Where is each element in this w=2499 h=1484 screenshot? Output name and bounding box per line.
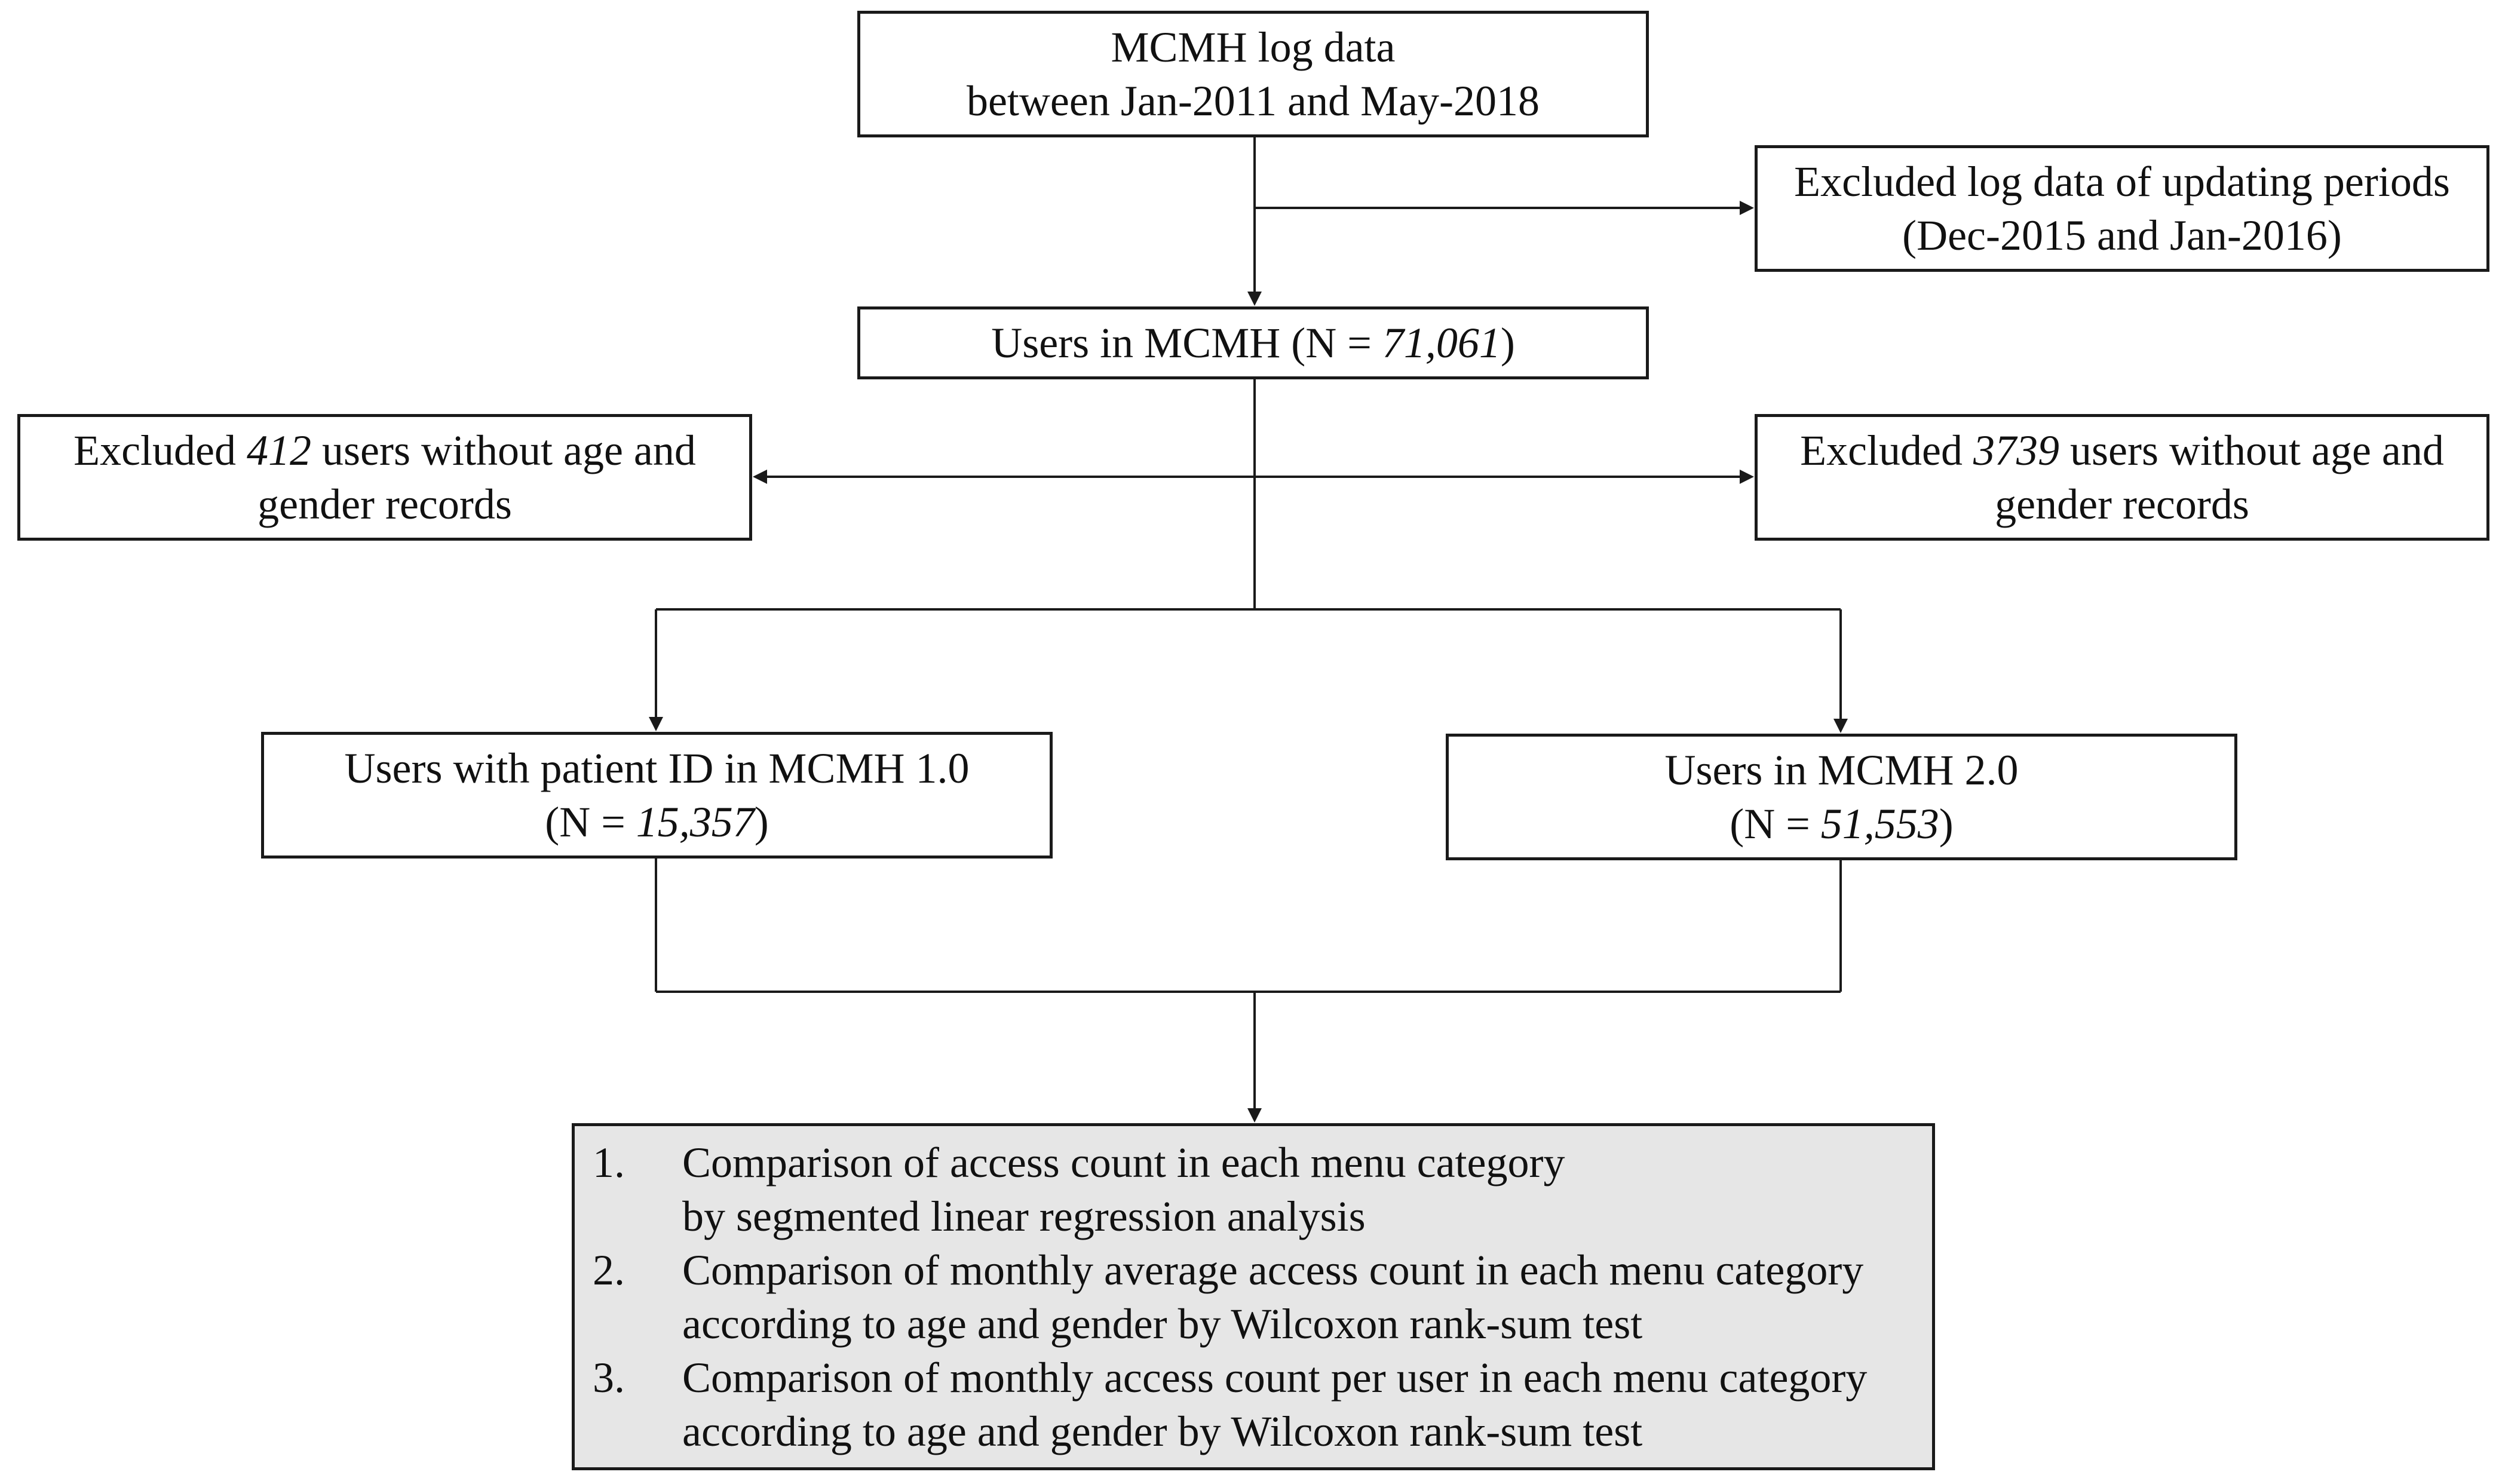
node-excluded-right-suffix: users without age and [2059,427,2444,474]
analysis-item-3-text: Comparison of monthly access count per u… [682,1351,1867,1458]
node-users-prefix: Users in MCMH (N = [991,319,1382,367]
node-excluded-left-line2: gender records [257,480,512,528]
arrowhead-excluded-update [1740,201,1754,215]
node-source-line1: MCMH log data [1111,23,1396,71]
analysis-item-3-line1: Comparison of monthly access count per u… [682,1353,1868,1402]
node-source-line2: between Jan-2011 and May-2018 [966,77,1540,125]
node-users-count: 71,061 [1382,319,1501,367]
analysis-item-2-text: Comparison of monthly average access cou… [682,1243,1863,1351]
analysis-item-2-number: 2. [593,1246,625,1294]
node-mcmh2-prefix: (N = [1730,800,1821,848]
node-mcmh2-line2: (N = 51,553) [1730,797,1954,851]
node-excluded-updating-periods: Excluded log data of updating periods (D… [1755,145,2489,272]
node-excluded-update-line2: (Dec-2015 and Jan-2016) [1902,211,2342,259]
node-mcmh1-line1: Users with patient ID in MCMH 1.0 [344,744,970,792]
node-excluded-left: Excluded 412 users without age and gende… [17,414,752,541]
arrowhead-analysis [1247,1108,1262,1123]
node-mcmh2-line1: Users in MCMH 2.0 [1664,746,2019,794]
analysis-item-1-line2: by segmented linear regression analysis [682,1192,1366,1240]
node-users-in-mcmh: Users in MCMH (N = 71,061) [857,306,1649,379]
node-excluded-right-line2: gender records [1995,480,2249,528]
node-excluded-right-count: 3739 [1973,427,2060,474]
node-excluded-right-line1: Excluded 3739 users without age and [1800,424,2444,477]
node-mcmh1-line2: (N = 15,357) [545,795,769,849]
arrowhead-mcmh2 [1833,719,1848,733]
node-mcmh1-suffix: ) [754,798,769,846]
analysis-item-1-line1: Comparison of access count in each menu … [682,1138,1565,1186]
analysis-item-1-text: Comparison of access count in each menu … [682,1136,1565,1243]
analysis-item-1-number: 1. [593,1138,625,1186]
analysis-item-1: 1. Comparison of access count in each me… [593,1136,1565,1243]
arrowhead-excluded-right [1740,470,1754,484]
arrowhead-users [1247,292,1262,306]
analysis-item-3: 3. Comparison of monthly access count pe… [593,1351,1867,1458]
analysis-item-2: 2. Comparison of monthly average access … [593,1243,1863,1351]
arrowhead-excluded-left [753,470,767,484]
node-excluded-left-line1: Excluded 412 users without age and [73,424,696,477]
node-mcmh1-prefix: (N = [545,798,636,846]
node-excluded-left-suffix: users without age and [311,427,696,474]
node-mcmh2-count: 51,553 [1820,800,1939,848]
analysis-item-3-line2: according to age and gender by Wilcoxon … [682,1407,1643,1455]
node-mcmh1-count: 15,357 [636,798,755,846]
analysis-item-2-line2: according to age and gender by Wilcoxon … [682,1299,1643,1348]
node-mcmh2-suffix: ) [1939,800,1954,848]
node-excluded-left-prefix: Excluded [73,427,247,474]
node-analysis-list: 1. Comparison of access count in each me… [572,1123,1935,1470]
node-excluded-update-line1: Excluded log data of updating periods [1794,158,2450,206]
analysis-item-2-line1: Comparison of monthly average access cou… [682,1246,1864,1294]
analysis-item-3-number: 3. [593,1353,625,1402]
node-mcmh1-users: Users with patient ID in MCMH 1.0 (N = 1… [261,732,1053,858]
node-users-suffix: ) [1500,319,1515,367]
node-users-line: Users in MCMH (N = 71,061) [991,316,1515,370]
node-excluded-right: Excluded 3739 users without age and gend… [1755,414,2489,541]
node-mcmh2-users: Users in MCMH 2.0 (N = 51,553) [1446,734,2237,860]
node-source-log-data: MCMH log data between Jan-2011 and May-2… [857,11,1649,137]
arrowhead-mcmh1 [649,717,663,731]
node-excluded-left-count: 412 [247,427,312,474]
node-excluded-right-prefix: Excluded [1800,427,1974,474]
